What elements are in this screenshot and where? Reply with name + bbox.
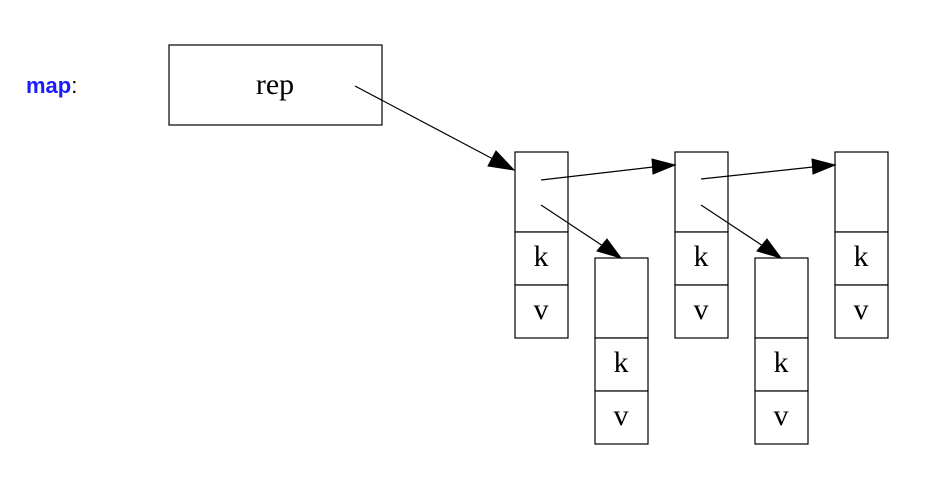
node-5-link-cell xyxy=(834,151,889,233)
node-5-value-cell xyxy=(834,284,889,339)
arrow-node-1-to-node-3 xyxy=(540,166,654,181)
arrow-rep-to-node-1 xyxy=(354,85,494,160)
arrowhead-node-1-to-node-2 xyxy=(596,238,623,259)
node-4-link-cell xyxy=(754,257,809,339)
list-node-3: k v xyxy=(674,151,729,339)
node-4-key: k xyxy=(774,346,789,379)
node-2-value-cell xyxy=(594,390,649,445)
caption-colon: : xyxy=(71,73,77,98)
node-5-key-cell xyxy=(834,231,889,286)
node-3-value-cell xyxy=(674,284,729,339)
list-node-1: k v xyxy=(514,151,569,339)
arrow-node-1-to-node-2 xyxy=(540,204,604,247)
node-4-value: v xyxy=(774,399,789,432)
arrow-node-3-to-node-4 xyxy=(700,204,764,247)
node-1-value-cell xyxy=(514,284,569,339)
node-4-key-cell xyxy=(754,337,809,392)
node-4-value-cell xyxy=(754,390,809,445)
arrow-node-3-to-node-5 xyxy=(700,166,814,180)
node-3-link-cell xyxy=(674,151,729,233)
arrowhead-rep-to-node-1 xyxy=(487,150,516,171)
node-1-value: v xyxy=(534,293,549,326)
list-node-4: k v xyxy=(754,257,809,445)
node-3-key: k xyxy=(694,240,709,273)
list-node-2: k v xyxy=(594,257,649,445)
node-1-link-cell xyxy=(514,151,569,233)
diagram-caption: map: xyxy=(26,73,77,98)
rep-label: rep xyxy=(256,68,294,101)
rep-box-frame xyxy=(168,44,383,126)
node-2-key: k xyxy=(614,346,629,379)
pointer-arrows xyxy=(354,85,837,259)
node-3-value: v xyxy=(694,293,709,326)
node-2-link-cell xyxy=(594,257,649,339)
node-2-value: v xyxy=(614,399,629,432)
node-5-value: v xyxy=(854,293,869,326)
node-1-key: k xyxy=(534,240,549,273)
rep-box: rep xyxy=(168,44,383,126)
arrowhead-node-1-to-node-3 xyxy=(651,158,677,175)
node-5-key: k xyxy=(854,240,869,273)
list-node-5: k v xyxy=(834,151,889,339)
arrowhead-node-3-to-node-4 xyxy=(756,238,783,259)
caption-name: map xyxy=(26,73,71,98)
arrowhead-node-3-to-node-5 xyxy=(811,158,837,175)
